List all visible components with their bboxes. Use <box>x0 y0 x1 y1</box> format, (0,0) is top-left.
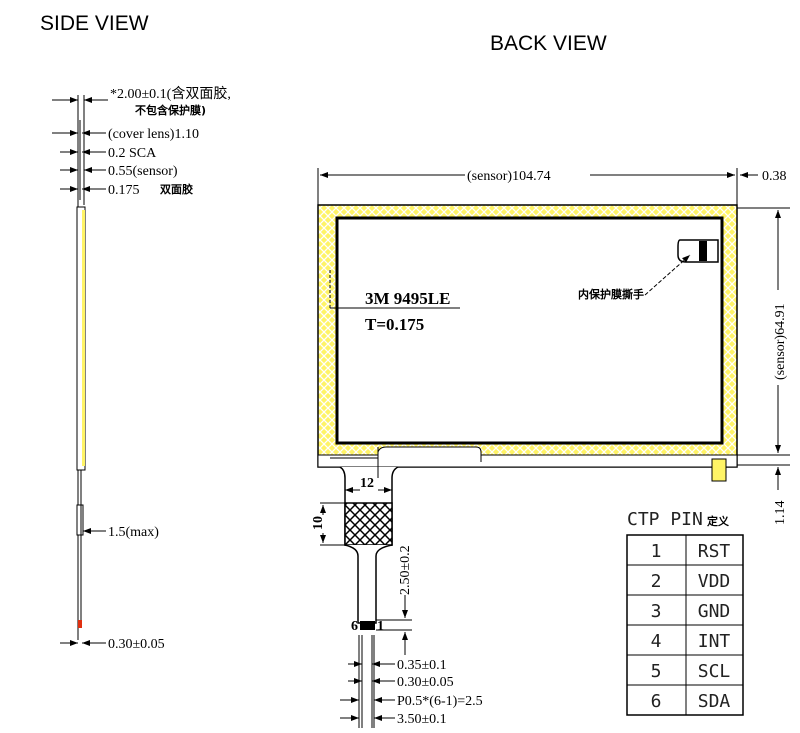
pin-number: 5 <box>651 661 662 682</box>
pin-thickness-dim: 0.30±0.05 <box>397 675 454 690</box>
pin-signal: INT <box>698 631 731 652</box>
stiffener-length-dim: 10 <box>311 516 326 530</box>
pull-tab-label: 内保护膜撕手 <box>578 287 644 301</box>
max-dim: 1.5(max) <box>108 525 159 540</box>
pin-table-title: CTP PIN <box>627 509 703 530</box>
bottom-edge-dim: 1.14 <box>773 501 788 526</box>
tape-thickness: T=0.175 <box>365 315 424 334</box>
tail-thickness-dim: 0.30±0.05 <box>108 637 165 652</box>
pin-1-label: 1 <box>377 619 384 634</box>
pin-signal: SCL <box>698 661 731 682</box>
back-view-title: BACK VIEW <box>490 32 607 55</box>
stiffener <box>344 502 393 546</box>
pitch-dim: P0.5*(6-1)=2.5 <box>397 694 483 709</box>
pin-number: 2 <box>651 571 662 592</box>
pin-signal: SDA <box>698 691 731 712</box>
pin-signal: VDD <box>698 571 731 592</box>
total-thickness-note: 不包含保护膜) <box>135 103 206 117</box>
tape-dim: 0.175 <box>108 183 140 198</box>
cover-lens-dim: (cover lens)1.10 <box>108 127 199 142</box>
sca-dim: 0.2 SCA <box>108 146 157 161</box>
tape-label: 双面胶 <box>160 182 193 196</box>
pin-signal: GND <box>698 601 731 622</box>
pin-number: 4 <box>651 631 662 652</box>
sensor-dim: 0.55(sensor) <box>108 164 178 179</box>
tail-length-dim: 2.50±0.2 <box>398 545 413 595</box>
connector-width-dim: 3.50±0.1 <box>397 712 447 727</box>
pin-number: 1 <box>651 541 662 562</box>
side-view: *2.00±0.1(含双面胶, 不包含保护膜) (cover lens)1.10… <box>52 85 231 652</box>
height-dim: (sensor)64.91 <box>773 303 788 380</box>
tail-width-dim: 12 <box>360 476 374 491</box>
tape-model: 3M 9495LE <box>365 289 450 308</box>
pin-width-dim: 0.35±0.1 <box>397 658 447 673</box>
back-view: 内保护膜撕手 3M 9495LE T=0.175 (sensor)104.74 … <box>311 168 790 728</box>
width-dim: (sensor)104.74 <box>467 169 551 184</box>
pin-number: 6 <box>651 691 662 712</box>
edge-dim: 0.38 <box>762 169 787 184</box>
pull-tab <box>677 239 719 263</box>
pin-table-title-cn: 定义 <box>707 514 730 528</box>
total-thickness-dim: *2.00±0.1(含双面胶, <box>110 85 231 102</box>
pin-table: CTP PIN 定义 1 RST 2 VDD 3 GND 4 INT 5 SCL 6 SDA <box>626 509 744 716</box>
side-view-title: SIDE VIEW <box>40 12 149 35</box>
pin-6-label: 6 <box>351 619 358 634</box>
pin-signal: RST <box>698 541 731 562</box>
pin-number: 3 <box>651 601 662 622</box>
